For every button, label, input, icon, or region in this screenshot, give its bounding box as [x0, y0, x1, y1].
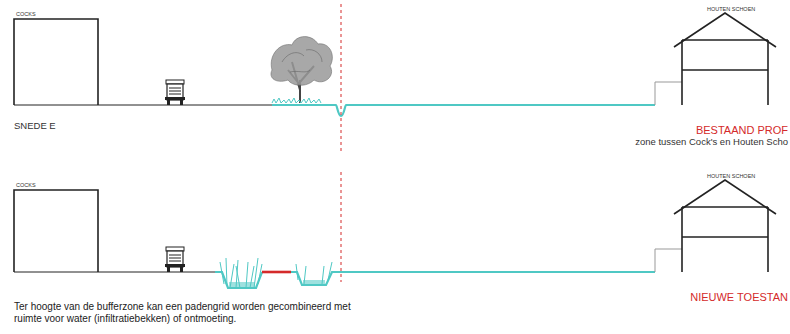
profile-title: NIEUWE TOESTAN [690, 291, 788, 304]
building-name: COCKS [16, 182, 36, 188]
section-name: SNEDE E [14, 121, 56, 132]
profile-subtitle: zone tussen Cock's en Houten Scho [635, 137, 788, 148]
building-name: HOUTEN SCHOEN [707, 173, 755, 179]
building-name: HOUTEN SCHOEN [707, 6, 755, 12]
caption-text: Ter hoogte van de bufferzone kan een pad… [14, 301, 359, 324]
building-name: COCKS [16, 11, 36, 17]
profile-title: BESTAAND PROF [696, 124, 788, 137]
